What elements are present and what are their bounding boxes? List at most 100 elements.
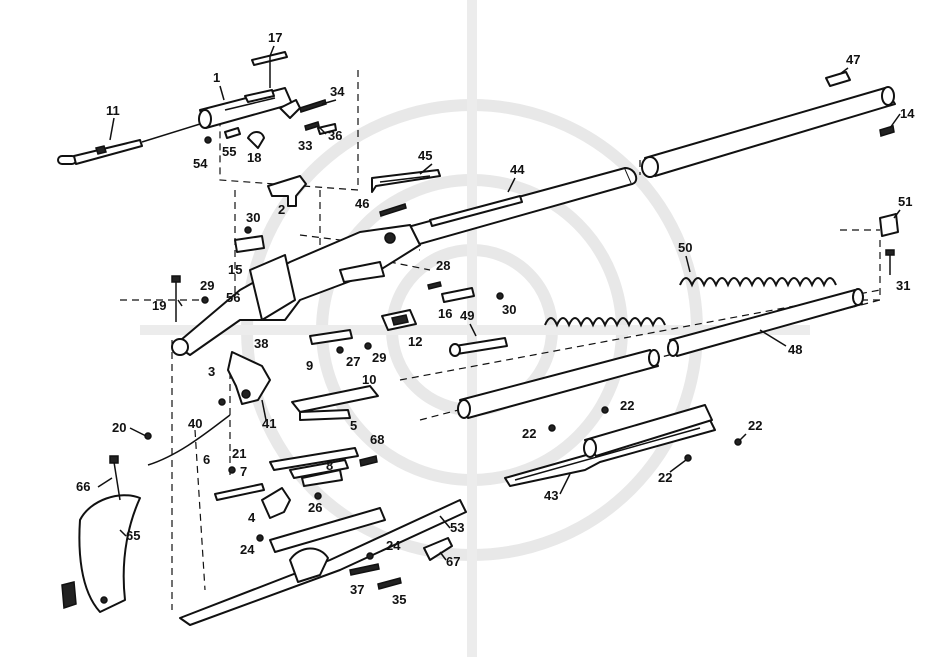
part-30-pin-upper [244, 226, 252, 234]
part-40-pin [218, 398, 226, 406]
label-45: 45 [418, 148, 432, 163]
label-15: 15 [228, 262, 242, 277]
label-29-lower: 29 [372, 350, 386, 365]
label-41: 41 [262, 416, 276, 431]
label-56: 56 [226, 290, 240, 305]
part-65-grip [78, 494, 141, 613]
label-1: 1 [213, 70, 220, 85]
label-10: 10 [362, 372, 376, 387]
part-4-sear [261, 487, 291, 519]
part-24-pins [256, 534, 374, 560]
label-49: 49 [460, 308, 474, 323]
part-31-screw [885, 249, 895, 275]
part-37-pin [349, 563, 380, 576]
label-50: 50 [678, 240, 692, 255]
part-47-sight [825, 71, 851, 87]
forend-tube [457, 349, 660, 419]
bolt-small-parts [204, 99, 337, 149]
label-46: 46 [355, 196, 369, 211]
label-12: 12 [408, 334, 422, 349]
label-29-upper: 29 [200, 278, 214, 293]
label-34: 34 [330, 84, 345, 99]
label-6: 6 [203, 452, 210, 467]
label-33: 33 [298, 138, 312, 153]
label-37: 37 [350, 582, 364, 597]
label-28: 28 [436, 258, 450, 273]
part-68-pin [359, 455, 378, 467]
label-53: 53 [450, 520, 464, 535]
part-50-spring [544, 277, 837, 328]
part-43-forend [504, 404, 716, 487]
part-21-pin [228, 466, 236, 474]
part-30-pin-lower [496, 292, 504, 300]
label-5: 5 [350, 418, 357, 433]
label-54: 54 [193, 156, 208, 171]
label-30-upper: 30 [246, 210, 260, 225]
label-51: 51 [898, 194, 912, 209]
label-40: 40 [188, 416, 202, 431]
part-28-pin [427, 281, 442, 290]
part-9-pin [309, 329, 353, 345]
label-22-a: 22 [620, 398, 634, 413]
part-48-magazine-tube [667, 288, 864, 357]
label-20-upper: 20 [112, 420, 126, 435]
label-55: 55 [222, 144, 236, 159]
upper-barrel [641, 86, 896, 178]
label-14: 14 [900, 106, 915, 121]
label-11: 11 [106, 103, 120, 118]
label-67: 67 [446, 554, 460, 569]
label-26-upper: 26 [308, 500, 322, 515]
label-21: 21 [232, 446, 246, 461]
part-11-firing-pin [57, 123, 201, 165]
label-24-left: 24 [240, 542, 255, 557]
label-31: 31 [896, 278, 910, 293]
part-6-mainspring [147, 414, 231, 466]
part-16-block [441, 287, 475, 303]
part-3-hammer [227, 351, 271, 405]
label-44: 44 [510, 162, 525, 177]
part-14-screw [879, 125, 895, 137]
part-26-screw-mid [314, 492, 322, 500]
label-38: 38 [254, 336, 268, 351]
label-7: 7 [240, 464, 247, 479]
part-66-screw [109, 455, 121, 501]
label-2: 2 [278, 202, 285, 217]
part-46-pin [379, 203, 407, 217]
part-41-pin [261, 399, 267, 421]
label-22-d: 22 [658, 470, 672, 485]
leader-lines [97, 45, 901, 561]
label-8: 8 [326, 458, 333, 473]
part-67-trigger [423, 537, 453, 561]
part-17-pin [251, 51, 288, 88]
label-27: 27 [346, 354, 360, 369]
label-17: 17 [268, 30, 282, 45]
label-24-right: 24 [386, 538, 401, 553]
label-3: 3 [208, 364, 215, 379]
part-27-pin [336, 346, 344, 354]
part-49-plug [449, 337, 508, 357]
part-45-ejector [371, 169, 441, 193]
part-12-block [381, 309, 417, 331]
part-29-pin-upper [201, 296, 209, 304]
label-18: 18 [247, 150, 261, 165]
label-47: 47 [846, 52, 860, 67]
label-48: 48 [788, 342, 802, 357]
part-5-plate [269, 447, 359, 479]
part-7-pin [214, 483, 265, 501]
part-1-bolt [198, 87, 293, 129]
part-53-lower-tang [179, 499, 467, 626]
part-51-band [879, 213, 899, 237]
label-22-b: 22 [522, 426, 536, 441]
label-68: 68 [370, 432, 384, 447]
callout-labels: 17 1 11 34 36 33 55 54 18 45 44 2 46 30 … [76, 30, 915, 607]
part-2-extractor [267, 175, 307, 207]
part-15-block [234, 235, 265, 253]
label-9: 9 [306, 358, 313, 373]
label-16: 16 [438, 306, 452, 321]
part-grip-screw [61, 581, 77, 610]
part-10-lever [291, 385, 379, 421]
label-65: 65 [126, 528, 140, 543]
label-4: 4 [248, 510, 256, 525]
part-35-pin [377, 577, 402, 590]
